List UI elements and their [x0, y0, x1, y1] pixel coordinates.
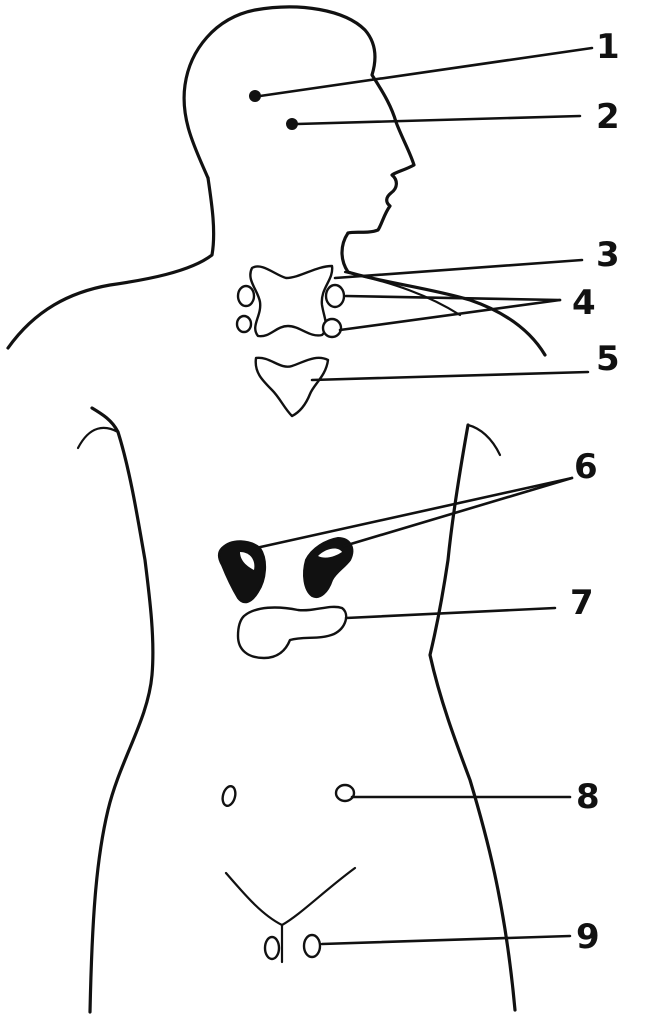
label-2: 2: [596, 97, 620, 137]
parathyroid-upper-left: [238, 286, 254, 306]
leader-9: [322, 936, 570, 944]
ovary-right: [336, 785, 354, 801]
groin-outline: [226, 868, 355, 925]
leader-3: [335, 260, 582, 278]
leader-5: [312, 372, 588, 380]
label-7: 7: [570, 583, 594, 623]
ovaries: [221, 785, 354, 807]
right-shoulder-outline: [342, 233, 545, 355]
adrenal-glands: [219, 538, 352, 602]
leader-6a: [256, 478, 572, 548]
leader-4b: [340, 300, 560, 330]
leader-7: [346, 608, 555, 618]
ovary-left: [221, 785, 238, 807]
testis-left: [265, 937, 279, 959]
label-9: 9: [576, 917, 600, 957]
parathyroid-lower-right: [323, 319, 341, 337]
left-shoulder-outline: [8, 178, 214, 348]
thyroid-gland: [250, 266, 332, 336]
label-4: 4: [572, 283, 596, 323]
label-6: 6: [574, 447, 598, 487]
adrenal-left: [219, 541, 265, 602]
parathyroid-lower-left: [237, 316, 251, 332]
thymus-gland: [256, 358, 328, 416]
leader-lines: [256, 48, 592, 944]
label-8: 8: [576, 777, 600, 817]
label-5: 5: [596, 339, 620, 379]
parathyroid-upper-right: [326, 285, 344, 307]
leader-1: [260, 48, 592, 96]
left-torso-outline: [90, 408, 153, 1012]
testis-right: [304, 935, 320, 957]
label-1: 1: [596, 27, 620, 67]
left-arm-outline: [78, 428, 118, 448]
right-torso-outline: [430, 425, 515, 1010]
pancreas-gland: [238, 607, 346, 658]
number-labels: 1 2 3 4 5 6 7 8 9: [570, 27, 620, 957]
testes: [265, 935, 320, 959]
leader-2: [297, 116, 580, 124]
label-3: 3: [596, 235, 620, 275]
right-arm-outline: [468, 425, 500, 455]
head-outline: [184, 7, 414, 233]
